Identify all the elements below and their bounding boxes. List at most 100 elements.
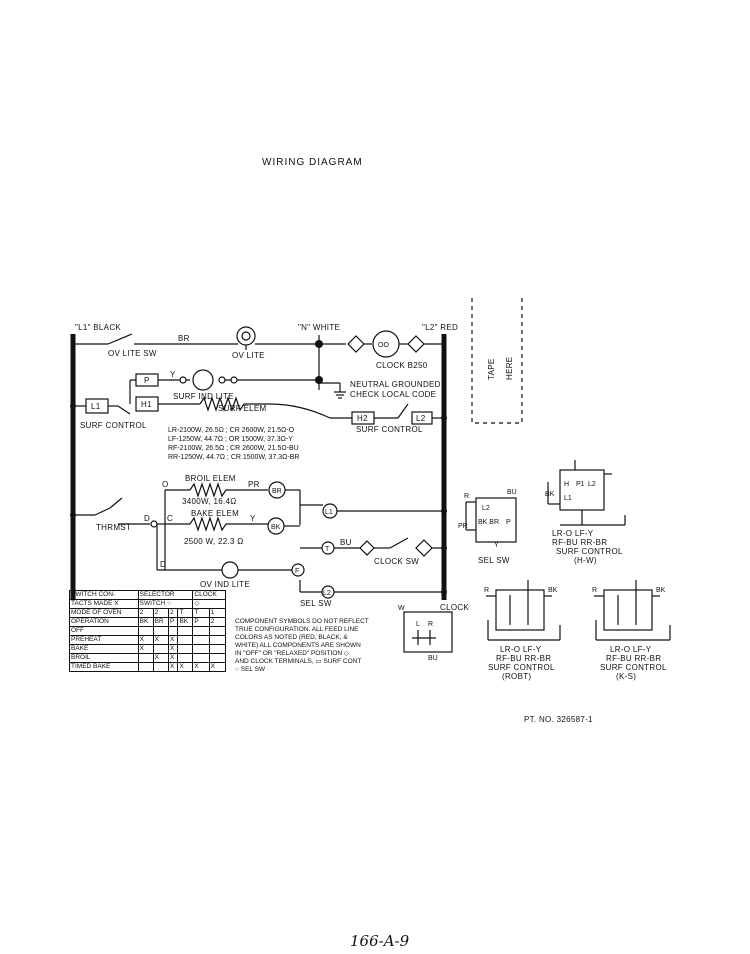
surf-ind-lite-label: SURF IND LITE <box>173 392 234 401</box>
note-line: ○ SEL SW <box>235 666 266 673</box>
clock-label: CLOCK B250 <box>376 361 428 370</box>
bake-elem-label: BAKE ELEM <box>191 509 239 518</box>
note-line: TRUE CONFIGURATION. ALL FEED LINE <box>235 626 359 633</box>
svg-text:P: P <box>506 519 511 526</box>
f-terminal-circle <box>291 563 305 577</box>
svg-text:OO: OO <box>378 342 389 349</box>
svg-text:F: F <box>295 568 299 575</box>
svg-text:Y: Y <box>250 514 256 523</box>
clock-terminal-diamond <box>347 335 365 353</box>
svg-text:Y: Y <box>170 370 176 379</box>
svg-text:D: D <box>160 560 166 569</box>
svg-text:T: T <box>325 546 330 553</box>
svg-text:(ROBT): (ROBT) <box>502 672 531 681</box>
svg-text:R: R <box>428 621 433 628</box>
svg-text:LR-O LF-Y: LR-O LF-Y <box>500 645 542 654</box>
broil-elem-resistor <box>189 482 227 498</box>
svg-text:L2: L2 <box>323 590 331 597</box>
table-col-bot: 2 <box>208 617 227 627</box>
elem-spec-line: LF-1250W, 44.7Ω ; OR 1500W, 37.3Ω-Y <box>168 436 293 443</box>
svg-text:L2: L2 <box>588 481 596 488</box>
svg-text:PR: PR <box>458 523 468 530</box>
svg-text:(K-S): (K-S) <box>616 672 636 681</box>
svg-text:BK: BK <box>656 587 666 594</box>
svg-text:BK: BK <box>548 587 558 594</box>
svg-text:BK: BK <box>271 524 281 531</box>
broil-spec-label: 3400W, 16.4Ω <box>182 497 237 506</box>
ks-surf-control-detail: R BK LR-O LF-Y RF-BU RR-BR SURF CONTROL … <box>592 580 671 681</box>
thermostat-switch <box>109 497 123 509</box>
ov-ind-lite-icon <box>221 561 239 579</box>
clock-terminal-diamond <box>407 335 425 353</box>
svg-text:(H-W): (H-W) <box>574 556 597 565</box>
svg-text:R: R <box>592 587 597 594</box>
part-number: PT. NO. 326587-1 <box>524 715 593 724</box>
svg-text:L1: L1 <box>564 495 572 502</box>
svg-text:C: C <box>167 514 173 523</box>
surf-control-label-right: SURF CONTROL <box>356 425 423 434</box>
ov-lite-sw-label: OV LITE SW <box>108 349 157 358</box>
table-col-top: 2 <box>152 608 170 618</box>
svg-text:H2: H2 <box>357 414 368 423</box>
here-label: HERE <box>505 357 514 380</box>
clock-detail: W L R BU CLOCK <box>398 603 469 662</box>
table-col-bot: P <box>168 617 179 627</box>
elem-spec-line: LR-2100W, 26.5Ω ; CR 2600W, 21.5Ω-O <box>168 427 295 434</box>
switch-contacts-table: SWITCH CON- SELECTOR CLOCK TACTS MADE X … <box>69 590 227 672</box>
ov-lite-label: OV LITE <box>232 351 265 360</box>
svg-text:BU: BU <box>428 655 438 662</box>
svg-text:R: R <box>484 587 489 594</box>
l1-label: "L1" BLACK <box>75 323 121 332</box>
svg-text:L2: L2 <box>482 505 490 512</box>
table-row: OFF <box>69 626 227 636</box>
bake-spec-label: 2500 W, 22.3 Ω <box>184 537 244 546</box>
elem-spec-line: RF-2100W, 26.5Ω ; CR 2600W, 21.5Ω-BU <box>168 445 299 452</box>
svg-text:LR-O LF-Y: LR-O LF-Y <box>610 645 652 654</box>
svg-text:PR: PR <box>248 480 260 489</box>
surf-ind-lite-icon <box>192 369 214 391</box>
svg-text:P1: P1 <box>576 481 585 488</box>
neutral-label-1: NEUTRAL GROUNDED <box>350 380 441 389</box>
tape-here-box <box>471 298 523 424</box>
table-col-bot: P <box>192 617 210 627</box>
table-col-bot: BR <box>152 617 170 627</box>
neutral-label-2: CHECK LOCAL CODE <box>350 390 436 399</box>
svg-text:RF-BU RR-BR: RF-BU RR-BR <box>606 654 661 663</box>
surf-elem-resistor <box>199 396 245 412</box>
table-col-top: 1 <box>208 608 227 618</box>
svg-text:SURF CONTROL: SURF CONTROL <box>488 663 555 672</box>
table-col-top: 2 <box>168 608 179 618</box>
tape-label: TAPE <box>487 358 496 380</box>
note-line: COLORS AS NOTED (RED, BLACK, & <box>235 634 348 641</box>
hw-surf-control-detail: BK H P1 L2 L1 LR-O LF-Y RF-BU RR-BR SURF… <box>545 460 626 565</box>
note-line: IN "OFF" OR "RELAXED" POSITION ◇ <box>235 650 349 657</box>
table-header-cell: TACTS MADE X <box>69 599 139 609</box>
svg-text:BK: BK <box>545 491 555 498</box>
svg-text:SURF CONTROL: SURF CONTROL <box>600 663 667 672</box>
table-col-top: T <box>192 608 210 618</box>
ov-lite-switch <box>107 333 133 345</box>
svg-text:P: P <box>144 376 150 385</box>
table-header-cell: ◇ <box>192 599 226 609</box>
note-line: WHITE) ALL COMPONENTS ARE SHOWN <box>235 642 361 649</box>
svg-text:BU: BU <box>507 489 517 496</box>
l2-label: "L2" RED <box>422 323 458 332</box>
surf-control-label-left: SURF CONTROL <box>80 421 147 430</box>
sel-sw-bottom-label: SEL SW <box>300 599 332 608</box>
svg-text:BR: BR <box>272 488 282 495</box>
note-line: COMPONENT SYMBOLS DO NOT REFLECT <box>235 618 369 625</box>
sel-sw-detail: R BU L2 PR BK BR P Y SEL SW <box>458 489 517 565</box>
table-header-cell: SELECTOR <box>137 590 194 600</box>
elem-spec-line: RR-1250W, 44.7Ω ; CR 1500W, 37.3Ω-BR <box>168 454 299 461</box>
clock-sw-label: CLOCK SW <box>374 557 419 566</box>
sel-sw-label: SEL SW <box>478 556 510 565</box>
svg-text:H: H <box>564 481 569 488</box>
bake-elem-resistor <box>189 516 227 532</box>
surf-elem-label: SURF ELEM <box>218 404 267 413</box>
svg-text:RF-BU RR-BR: RF-BU RR-BR <box>552 538 607 547</box>
